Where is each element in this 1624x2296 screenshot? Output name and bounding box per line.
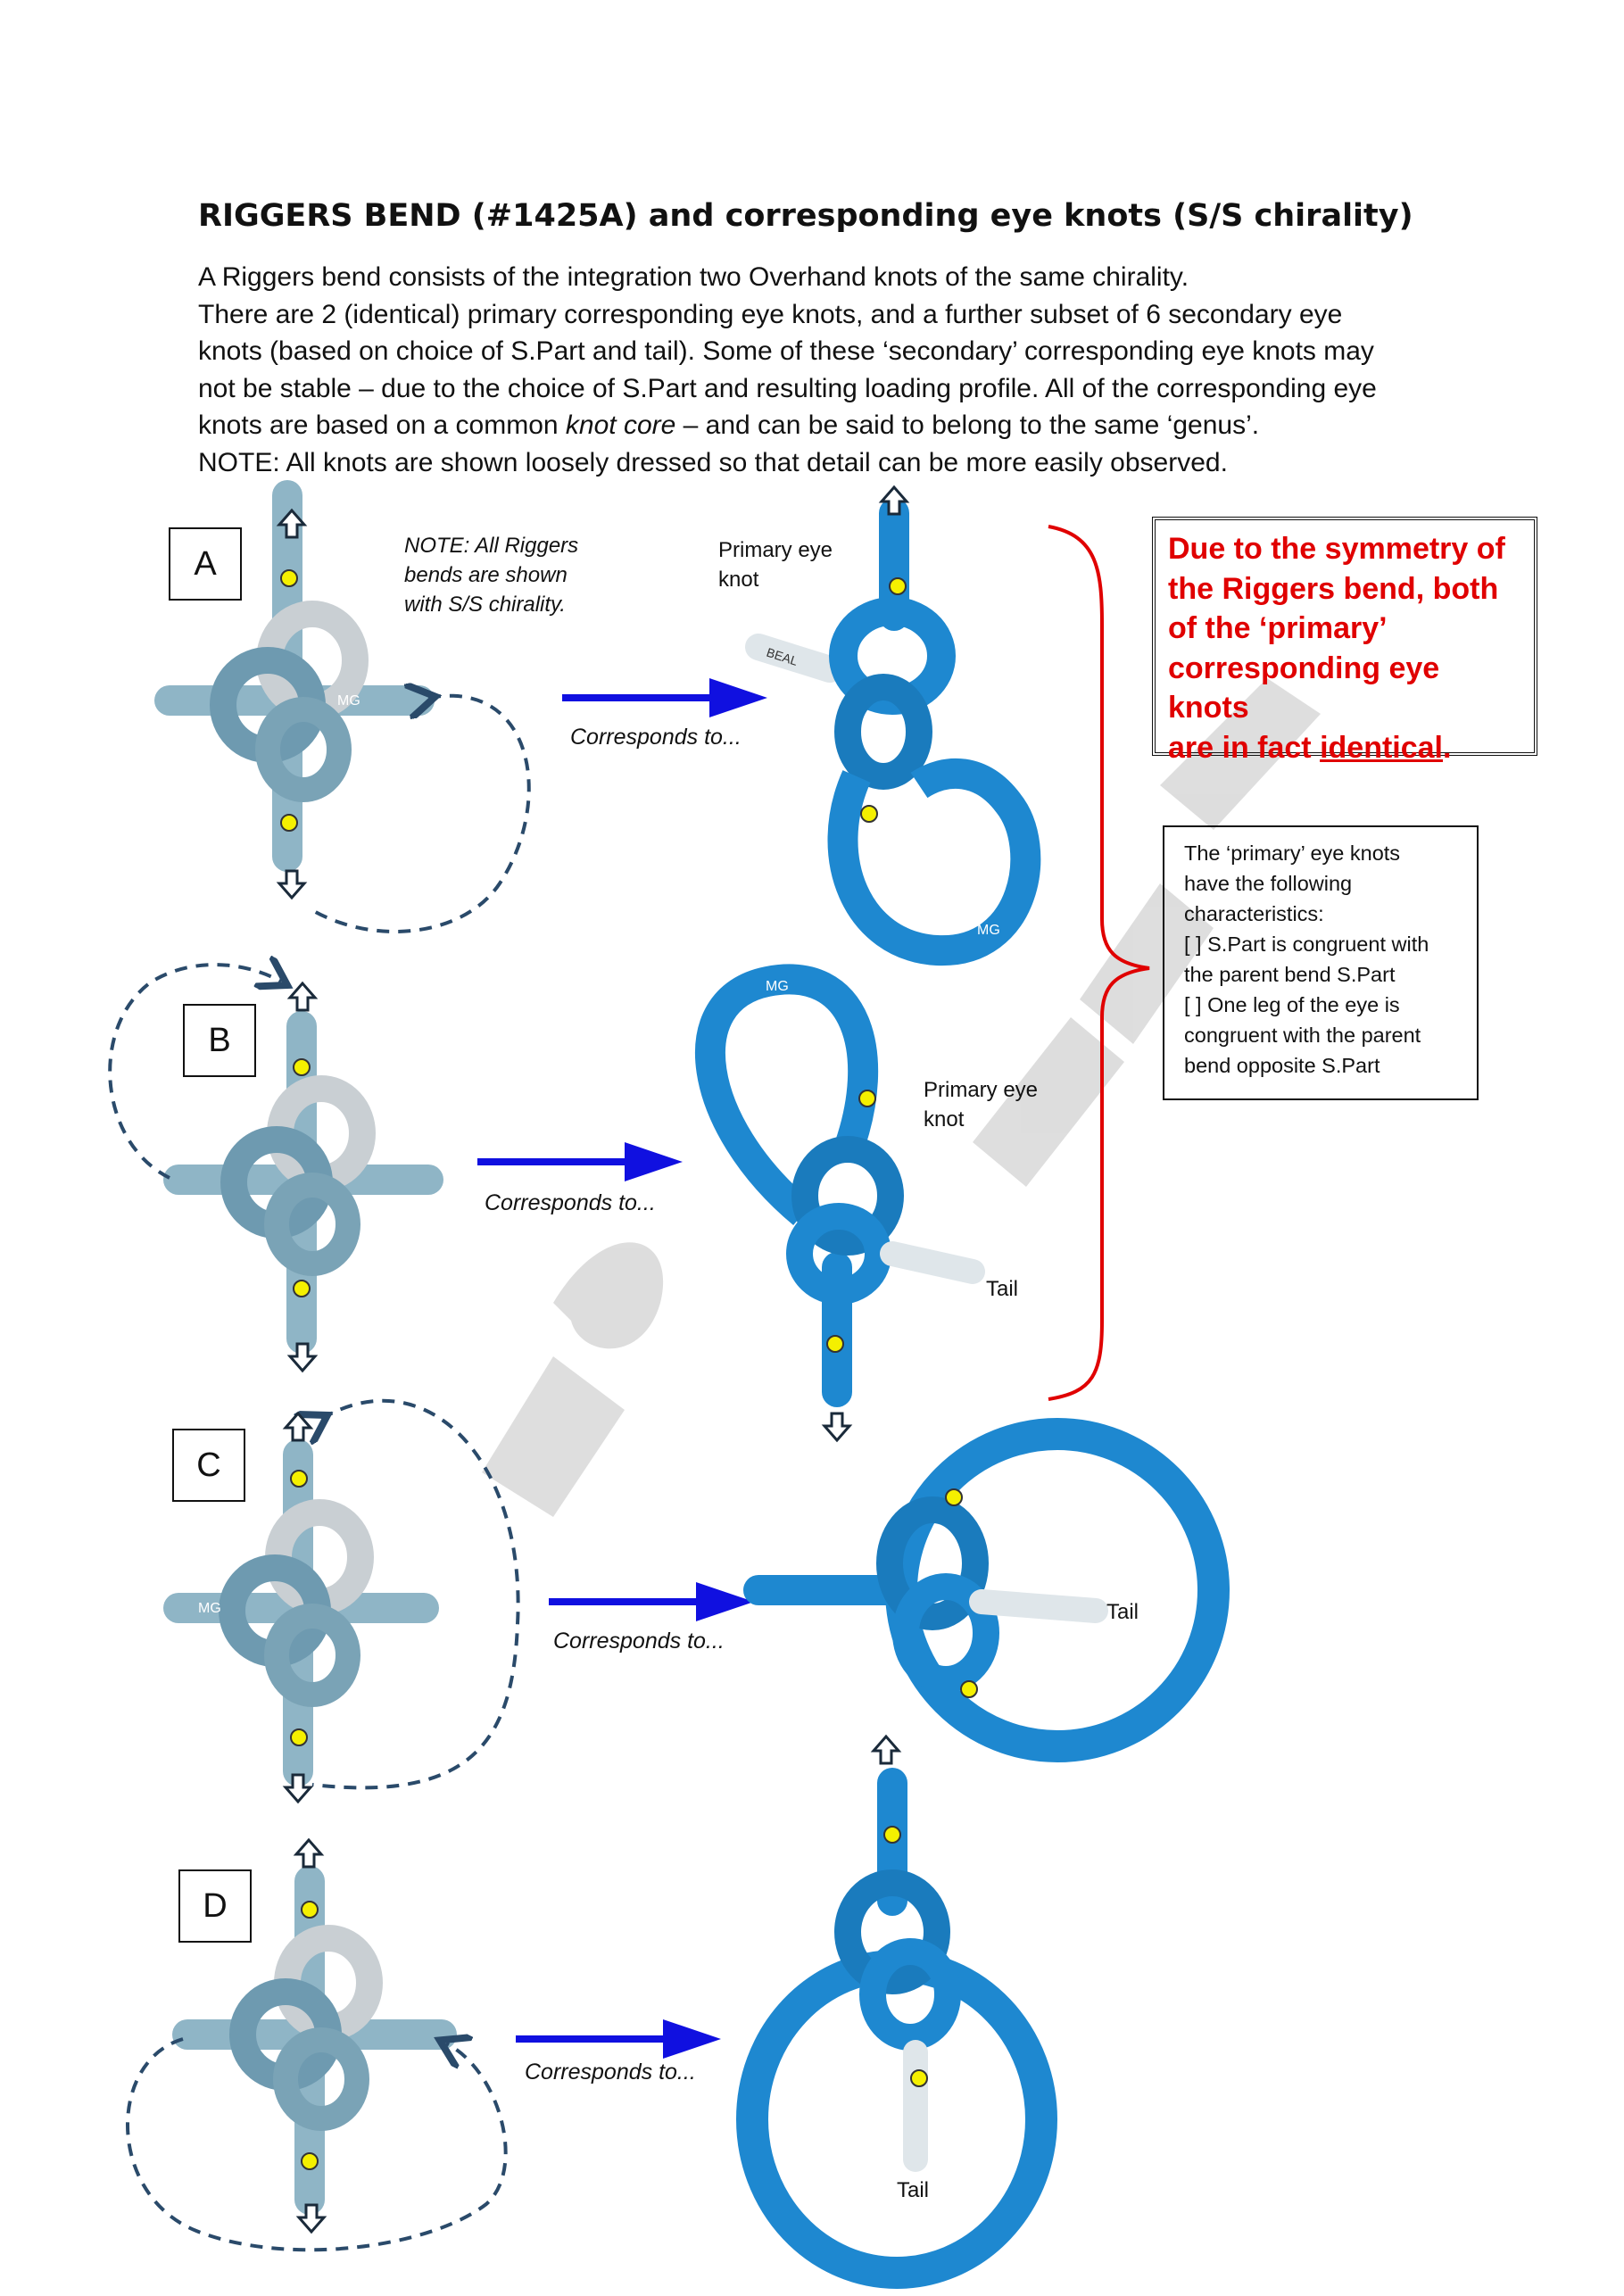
- intro-line: knots (based on choice of S.Part and tai…: [198, 333, 1492, 370]
- panel-label-b: B: [183, 1004, 256, 1077]
- up-arrow-outline-icon: [874, 1737, 899, 1763]
- corresponds-label-c: Corresponds to...: [553, 1629, 725, 1654]
- primary-eye-label-a: Primary eye knot: [718, 535, 833, 594]
- blue-right-arrow-icon: [562, 678, 767, 717]
- up-arrow-outline-icon: [296, 1840, 321, 1867]
- characteristics-box: The ‘primary’ eye knots have the followi…: [1163, 825, 1479, 1100]
- intro-line: knots are based on a common knot core – …: [198, 407, 1492, 444]
- down-arrow-outline-icon: [279, 871, 304, 898]
- corresponds-label-a: Corresponds to...: [570, 725, 742, 750]
- symmetry-callout: Due to the symmetry of the Riggers bend,…: [1152, 517, 1537, 756]
- svg-text:MG: MG: [198, 1601, 221, 1616]
- svg-text:MG: MG: [977, 923, 1000, 938]
- knot-core-term: knot core: [566, 410, 675, 440]
- intro-line: NOTE: All knots are shown loosely dresse…: [198, 444, 1492, 482]
- tail-label-d: Tail: [897, 2176, 929, 2205]
- panel-label-c: C: [172, 1429, 245, 1502]
- eye-knot-b-graphic: MG: [710, 979, 973, 1392]
- intro-paragraph: A Riggers bend consists of the integrati…: [198, 259, 1492, 481]
- down-arrow-outline-icon: [824, 1413, 849, 1440]
- page-title: RIGGERS BEND (#1425A) and corresponding …: [198, 198, 1413, 234]
- blue-right-arrow-icon: [549, 1582, 754, 1621]
- up-arrow-outline-icon: [286, 1413, 311, 1440]
- tail-label-c: Tail: [1106, 1597, 1139, 1627]
- intro-line: There are 2 (identical) primary correspo…: [198, 296, 1492, 334]
- svg-text:MG: MG: [766, 979, 789, 994]
- tail-label-b: Tail: [986, 1274, 1018, 1304]
- bend-b-graphic: [110, 965, 428, 1339]
- mg-mark: MG: [337, 693, 360, 709]
- intro-line: not be stable – due to the choice of S.P…: [198, 370, 1492, 408]
- panel-label-d: D: [178, 1869, 252, 1943]
- blue-right-arrow-icon: [477, 1142, 683, 1181]
- primary-eye-label-b: Primary eye knot: [924, 1075, 1038, 1134]
- up-arrow-outline-icon: [290, 983, 315, 1010]
- corresponds-label-b: Corresponds to...: [485, 1190, 656, 1216]
- eye-knot-c-graphic: [758, 1434, 1214, 1746]
- blue-right-arrow-icon: [516, 2019, 721, 2059]
- corresponds-label-d: Corresponds to...: [525, 2060, 696, 2085]
- identical-emphasis: identical: [1320, 731, 1443, 765]
- intro-line: A Riggers bend consists of the integrati…: [198, 259, 1492, 296]
- side-note: NOTE: All Riggers bends are shown with S…: [404, 531, 578, 619]
- panel-label-a: A: [169, 527, 242, 601]
